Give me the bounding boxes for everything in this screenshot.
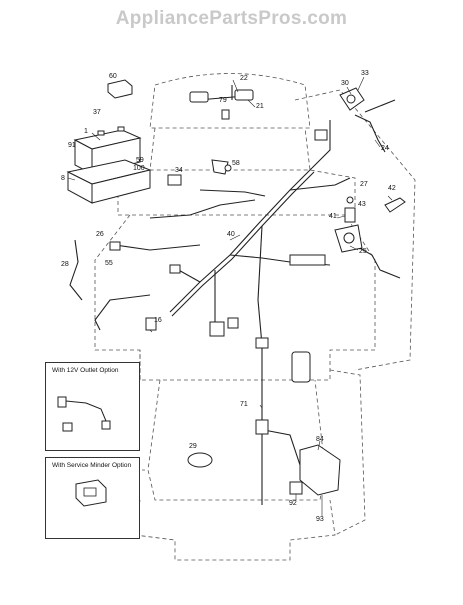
callout-c26: 26	[96, 231, 104, 238]
outlet-drawing	[57, 396, 111, 432]
callout-c8: 8	[61, 175, 65, 182]
inset-outlet-title: With 12V Outlet Option	[52, 367, 119, 374]
watermark: AppliancePartsPros.com	[115, 8, 348, 29]
vertical-plug	[255, 337, 269, 435]
callout-c41: 41	[329, 213, 337, 220]
callout-c37: 37	[93, 109, 101, 116]
callout-c40: 40	[227, 231, 235, 238]
callout-c28: 28	[61, 261, 69, 268]
inset-outlet-option: With 12V Outlet Option	[45, 362, 140, 451]
bracket	[107, 79, 133, 99]
callout-c33: 33	[361, 70, 369, 77]
chassis-outline	[94, 73, 416, 561]
callout-c71: 71	[240, 401, 248, 408]
starter-solenoid	[334, 224, 363, 253]
callout-c34: 34	[175, 167, 183, 174]
callout-c91: 91	[68, 142, 76, 149]
callout-c59: 59	[136, 157, 144, 164]
inset-minder-title: With Service Minder Option	[52, 462, 132, 469]
callout-c100: 100	[133, 165, 145, 172]
relay	[344, 196, 356, 223]
callout-c84: 84	[316, 436, 324, 443]
minder-drawing	[75, 479, 107, 507]
callout-c43: 43	[358, 201, 366, 208]
switch-29	[187, 452, 213, 468]
callout-c1: 1	[84, 128, 88, 135]
seat-switch	[291, 351, 311, 383]
callout-c24: 24	[381, 145, 389, 152]
ignition-switch	[339, 87, 365, 111]
connector-34	[167, 174, 182, 186]
switch-16	[145, 317, 157, 331]
callout-c60: 60	[109, 73, 117, 80]
callout-c27: 27	[360, 181, 368, 188]
callout-c25: 25	[359, 248, 367, 255]
callout-c29: 29	[189, 443, 197, 450]
leader-lines	[67, 76, 393, 516]
connector-right	[289, 254, 326, 266]
callout-c79: 79	[219, 97, 227, 104]
callout-c16: 16	[154, 317, 162, 324]
inset-minder-option: With Service Minder Option	[45, 457, 140, 539]
headlight-harness	[189, 89, 254, 120]
connector-block	[109, 241, 239, 337]
fuel-solenoid	[314, 129, 328, 141]
callout-c30: 30	[341, 80, 349, 87]
callout-c55: 55	[105, 260, 113, 267]
callout-c22: 22	[240, 75, 248, 82]
callout-c58: 58	[232, 160, 240, 167]
callout-c42: 42	[388, 185, 396, 192]
callout-c93: 93	[316, 516, 324, 523]
connector-58	[211, 159, 232, 175]
rear-pto-switch	[289, 444, 341, 496]
fuse-holder	[384, 197, 406, 213]
callout-c92: 92	[289, 500, 297, 507]
callout-c21: 21	[256, 103, 264, 110]
